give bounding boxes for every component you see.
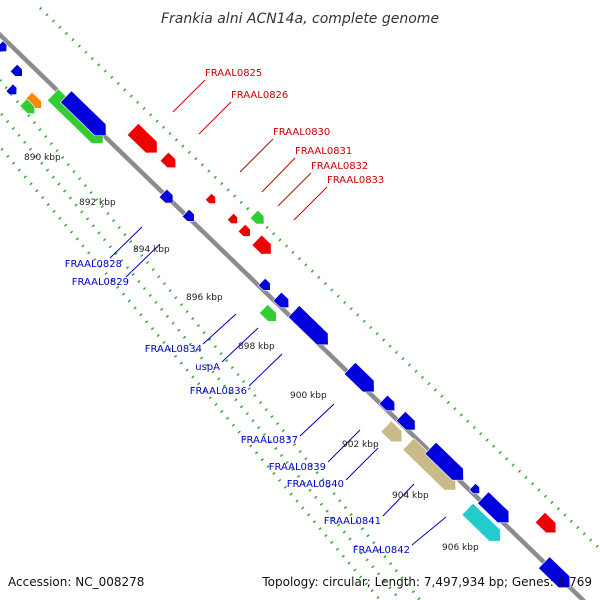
forward-callout-line [261,157,296,193]
reverse-callout-line [411,516,447,546]
reverse-callout-line [299,403,335,437]
gene-feature[interactable] [468,482,482,496]
gene-feature[interactable] [258,304,280,325]
gene-feature[interactable] [477,491,515,529]
reverse-gene-label[interactable]: FRAAL0836 [190,386,247,397]
forward-gene-label[interactable]: FRAAL0832 [311,161,368,172]
forward-gene-label[interactable]: FRAAL0826 [231,90,288,101]
gene-feature[interactable] [249,209,268,228]
gene-feature[interactable] [181,208,198,225]
forward-gene-label[interactable]: FRAAL0825 [205,68,262,79]
forward-callout-line [239,138,274,173]
accession-text: Accession: NC_008278 [8,575,144,589]
gene-feature[interactable] [158,188,177,207]
reverse-gene-label[interactable]: FRAAL0839 [269,462,326,473]
gene-feature[interactable] [204,192,218,206]
forward-gene-label[interactable]: FRAAL0830 [273,127,330,138]
scale-labels: 890 kbp 892 kbp 894 kbp 896 kbp 898 kbp 900 k… [24,153,479,553]
scale-label: 894 kbp [133,245,170,255]
gene-feature[interactable] [343,361,380,397]
gene-feature[interactable] [0,40,10,55]
reverse-gene-label[interactable]: FRAAL0842 [353,545,410,556]
forward-gene-label[interactable]: FRAAL0833 [327,175,384,186]
gene-feature[interactable] [251,234,276,259]
reverse-callout-line [202,313,237,345]
gene-feature[interactable] [59,90,111,141]
gene-feature[interactable] [424,441,469,486]
gene-feature[interactable] [461,502,506,547]
gene-feature[interactable] [5,83,20,98]
reverse-callout-line [248,353,283,387]
forward-callout-line [293,186,328,221]
gene-feature[interactable] [380,420,407,447]
dotted-track-1 [38,6,600,551]
gene-feature[interactable] [534,511,561,537]
reverse-gene-label[interactable]: FRAAL0828 [65,259,122,270]
gene-features [0,40,576,594]
scale-label: 898 kbp [238,342,275,352]
reverse-callout-line [327,429,361,463]
reverse-gene-label[interactable]: uspA [195,362,220,373]
gene-feature[interactable] [19,98,38,117]
gene-feature[interactable] [378,394,399,415]
reverse-gene-label[interactable]: FRAAL0841 [324,516,381,527]
scale-label: 900 kbp [290,391,327,401]
forward-gene-label[interactable]: FRAAL0831 [295,146,352,157]
scale-label: 892 kbp [79,198,116,208]
reverse-callout-line [125,243,161,278]
reverse-gene-label[interactable]: FRAAL0840 [287,479,344,490]
gene-feature[interactable] [395,410,419,434]
gene-feature[interactable] [237,223,254,240]
scale-label: 896 kbp [186,293,223,303]
gene-feature[interactable] [126,122,163,158]
reverse-gene-label[interactable]: FRAAL0829 [72,277,129,288]
gene-feature[interactable] [159,151,180,172]
forward-callout-line [277,172,312,207]
reverse-gene-label[interactable]: FRAAL0834 [145,344,202,355]
label-callouts [109,79,447,546]
genome-summary-text: Topology: circular; Length: 7,497,934 bp… [261,575,592,589]
dotted-tracks [0,6,600,600]
gene-feature[interactable] [9,63,26,80]
gene-feature[interactable] [257,277,274,294]
forward-callout-line [172,79,206,113]
gene-feature[interactable] [272,291,293,312]
scale-label: 902 kbp [342,440,379,450]
reverse-gene-label[interactable]: FRAAL0837 [241,435,298,446]
scale-label: 890 kbp [24,153,61,163]
dotted-track-4 [0,144,382,600]
map-title: Frankia alni ACN14a, complete genome [161,11,439,27]
reverse-callout-line [345,447,379,481]
reverse-callout-line [109,226,143,259]
reverse-callout-line [221,327,259,363]
gene-feature[interactable] [24,91,45,112]
scale-label: 906 kbp [442,543,479,553]
gene-feature[interactable] [226,212,240,226]
reverse-callout-line [382,483,415,517]
forward-callout-line [198,101,232,135]
gene-feature[interactable] [538,556,576,594]
gene-feature[interactable] [287,305,334,351]
scale-label: 904 kbp [392,491,429,501]
forward-gene-labels: FRAAL0825FRAAL0826FRAAL0830FRAAL0831FRAA… [205,68,384,186]
dotted-track-2 [0,79,422,600]
